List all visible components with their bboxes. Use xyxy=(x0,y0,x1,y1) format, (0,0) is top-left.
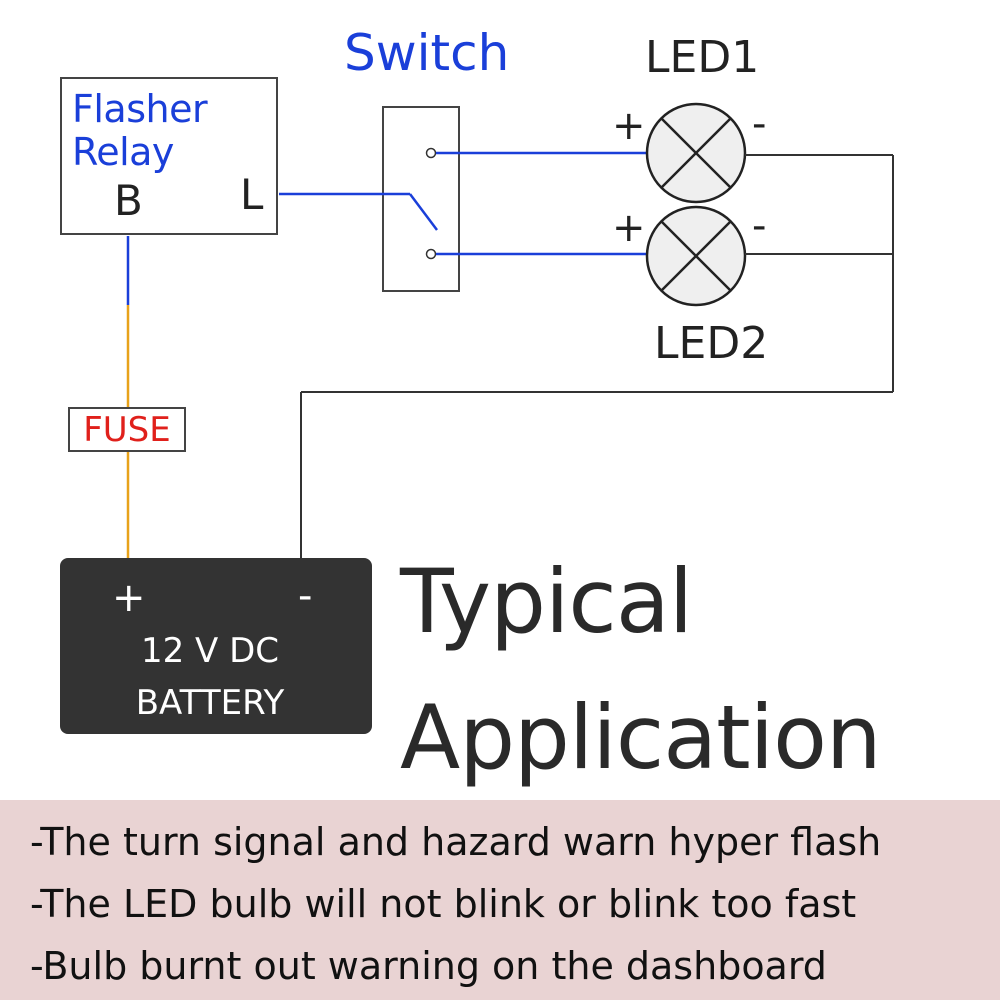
led1-bulb xyxy=(645,102,747,204)
battery-minus: - xyxy=(298,573,313,619)
headline-line2: Application xyxy=(400,686,882,789)
battery-label: BATTERY xyxy=(135,683,285,723)
note-item: -The LED bulb will not blink or blink to… xyxy=(30,882,857,926)
relay-title-line1: Flasher xyxy=(72,87,208,131)
led1-plus: + xyxy=(612,103,646,149)
switch-contact-bottom xyxy=(425,248,437,260)
battery-plus: + xyxy=(112,575,146,621)
relay-terminal-l: L xyxy=(240,170,264,219)
fuse-box: FUSE xyxy=(68,407,186,452)
relay-title-line2: Relay xyxy=(72,130,174,174)
note-item: -Bulb burnt out warning on the dashboard xyxy=(30,944,827,988)
notes-panel: -The turn signal and hazard warn hyper f… xyxy=(0,800,1000,1000)
battery-voltage: 12 V DC xyxy=(140,631,280,671)
battery-block: + - 12 V DC BATTERY xyxy=(60,558,372,734)
switch-title: Switch xyxy=(344,24,510,82)
note-item: -The turn signal and hazard warn hyper f… xyxy=(30,820,882,864)
switch-box xyxy=(382,106,460,292)
led2-plus: + xyxy=(612,205,646,251)
led1-label: LED1 xyxy=(645,32,760,83)
relay-terminal-b: B xyxy=(114,176,143,225)
headline-line1: Typical xyxy=(400,550,693,653)
led2-label: LED2 xyxy=(654,318,769,369)
fuse-label: FUSE xyxy=(83,409,171,450)
switch-lever xyxy=(409,193,438,231)
wiring-svg xyxy=(60,77,894,558)
led1-minus: - xyxy=(752,101,767,147)
led2-bulb xyxy=(645,205,747,307)
switch-contact-top xyxy=(425,147,437,159)
led2-minus: - xyxy=(752,203,767,249)
flasher-relay-box xyxy=(60,77,278,235)
wiring-diagram: Flasher Relay B L Switch LED1 + - + - LE… xyxy=(60,24,894,789)
